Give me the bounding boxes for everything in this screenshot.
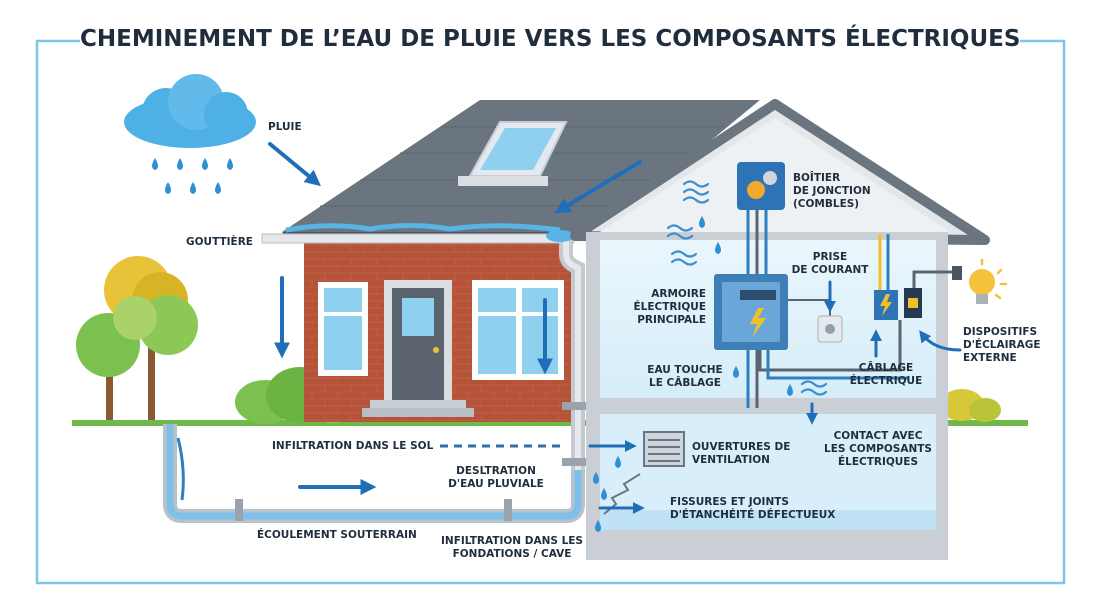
label-fissures-joints: FISSURES ET JOINTS D'ÉTANCHÉITÉ DÉFECTUE… — [670, 496, 836, 521]
label-cablage-electrique: CÂBLAGE ÉLECTRIQUE — [849, 362, 923, 387]
light-bulb-icon — [952, 258, 1008, 304]
label-dispositifs-eclairage: DISPOSITIFS D'ÉCLAIRAGE EXTERNE — [963, 326, 1041, 364]
label-armoire-electrique: ARMOIRE ÉLECTRIQUE PRINCIPALE — [633, 288, 706, 326]
label-ecoulement-souterrain: ÉCOULEMENT SOUTERRAIN — [257, 529, 417, 541]
gutter — [261, 233, 575, 244]
flow-arrows — [268, 142, 962, 514]
label-infiltration-fondations: INFILTRATION DANS LES FONDATIONS / CAVE — [441, 535, 583, 560]
rain-cloud-icon — [124, 74, 256, 194]
front-door — [362, 280, 474, 417]
wall-crack — [603, 473, 641, 515]
label-prise-courant: PRISE DE COURANT — [791, 251, 869, 276]
label-deslstration: DESLTRATION D'EAU PLUVIALE — [448, 465, 544, 490]
diagram-title: CHEMINEMENT DE L’EAU DE PLUIE VERS LES C… — [80, 22, 1020, 56]
label-eau-cablage: EAU TOUCHE LE CÂBLAGE — [647, 364, 723, 389]
label-infiltration-sol: INFILTRATION DANS LE SOL — [272, 440, 434, 452]
label-gouttiere: GOUTTIÈRE — [186, 236, 253, 248]
main-electrical-panel — [714, 274, 908, 380]
label-pluie: PLUIE — [268, 121, 302, 133]
water-droplets — [593, 216, 793, 532]
label-contact-composants: CONTACT AVEC LES COMPOSANTS ÉLECTRIQUES — [824, 430, 932, 468]
right-window — [472, 280, 564, 380]
switch-boxes — [874, 234, 958, 320]
left-window — [318, 282, 368, 376]
humidity-waves — [666, 180, 828, 396]
label-ouvertures-ventilation: OUVERTURES DE VENTILATION — [692, 441, 791, 466]
trees — [76, 256, 198, 420]
label-boitier-jonction: BOÎTIER DE JONCTION (COMBLES) — [793, 172, 871, 210]
junction-box — [737, 162, 785, 408]
